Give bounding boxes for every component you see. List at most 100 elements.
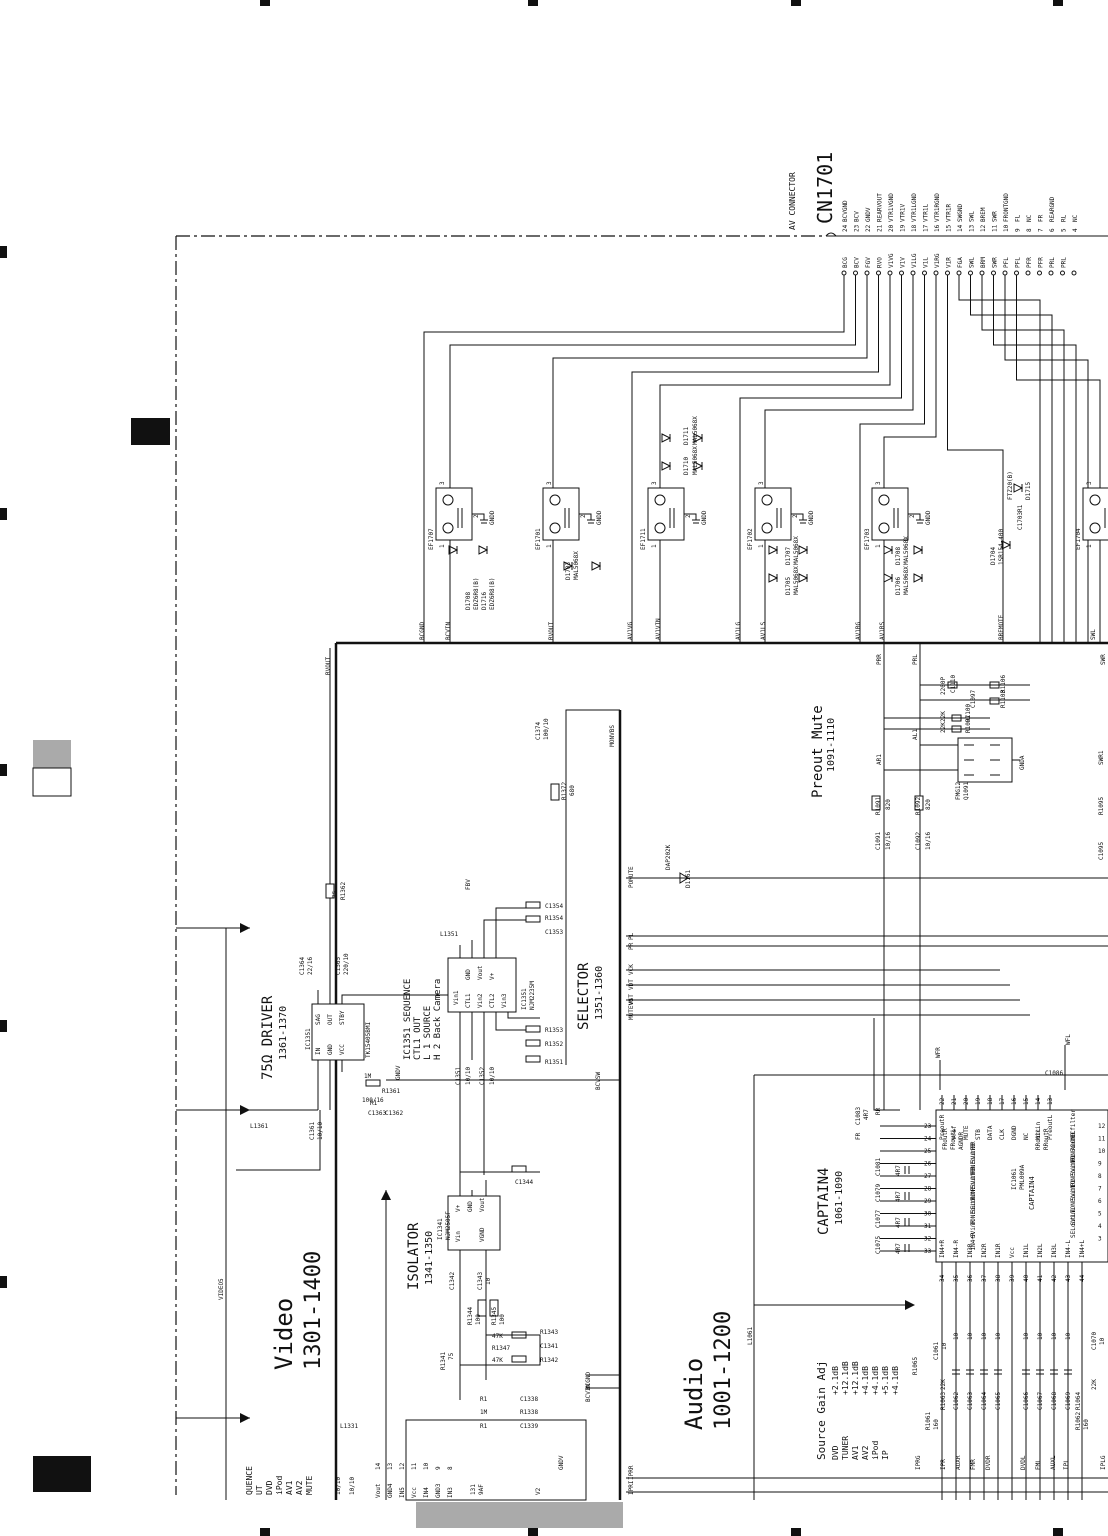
seq2-line-2: DVD [265,1480,274,1495]
c1091-value: 10/16 [885,832,892,850]
connector-pin-name-11: SWR [992,211,999,222]
captain-cap-C1079: C1079 [875,1184,882,1202]
connector-pin-node [1037,270,1042,276]
connector-pin-node [887,270,893,276]
r1341-value: 75 [448,1352,455,1360]
audio-caps: C106210C106310C106410C106510C106610C1067… [952,1332,1072,1410]
diode-icon [768,545,779,555]
audio-cap-value: 10 [967,1332,974,1340]
driver-ic-part: TK15405BMI [365,1021,372,1058]
connector-pin-net-19: V1V [900,257,907,268]
r1092-value: 820 [925,799,932,810]
captain-pin-name-27: SVinFR [970,1166,977,1188]
filter-pin-2: 2 [580,514,587,518]
r1342-label: R1342 [540,1357,558,1364]
connector-pin-num-14: 14 [957,224,964,232]
connector-pin-node [933,270,939,276]
gain-source-5: IP [881,1450,890,1460]
c1097-label: C1097 [970,690,977,708]
captain-pin-name-12: DCfilter [1070,1109,1077,1138]
d1711-part: MAL5068X [692,416,699,445]
capacitor-icon [980,1369,988,1375]
bus-av1vin: AV1VIN [655,618,662,640]
bus-av1rg: AV1RG [855,622,862,640]
connector-pin-node [876,270,881,276]
diode-icon [478,545,489,555]
connector-wire [552,275,868,643]
dvdr-label: DVDR [985,1455,992,1470]
captain-pin-name-20: MUTE [963,1125,970,1140]
audio-range: 1001-1200 [711,1311,736,1430]
c1341-label: C1341 [540,1343,558,1350]
seq2-line-3: iPod [275,1476,284,1495]
seq2-pin-name-9: GND3 [435,1483,442,1498]
filter-gnd-ef1711: GNDD [701,510,708,525]
connector-pin-net-22: FGV [865,257,872,268]
r1095-label: R1095 [1098,797,1105,815]
r1351-label: R1351 [545,1059,563,1066]
filter-pin-3: 3 [651,481,658,485]
emi-filter-ef1711 [647,487,685,541]
r1352-label: R1352 [545,1041,563,1048]
d1703-part: MAL5068X [573,551,580,580]
r1092-label: R1092 [915,797,922,815]
audio-cap-c1062: C1062 [953,1392,960,1410]
c1364-value: 22/16 [307,957,314,975]
selector-ic [447,957,517,1013]
filter-label-ef1704: EF1704 [1075,528,1082,550]
bus-vck: VCK [628,964,635,975]
d1715-part: FTZ20(B) [1007,471,1014,500]
sequence-title: IC1351 SEQUENCE [403,979,413,1060]
r1372-label: R1372 [561,782,568,800]
l1351-label: L1351 [440,931,458,938]
emi-filter-ef1707 [435,487,473,541]
driver-gndv: GNDV [395,1065,402,1080]
l1061-label: L1061 [747,1327,754,1345]
bus-av1vg: AV1VG [627,622,634,640]
seq2-pin-num-10: 10 [423,1462,430,1470]
diode-icon [693,461,704,471]
d1715-label: D1715 [1025,482,1032,500]
bus-bremote: BREMOTE [998,614,1005,640]
ed-label-2: EDZ6R8(B) [489,577,496,610]
bus-vst: VST [628,994,635,1005]
captain-froutl: FRoutL [950,1128,957,1150]
connector-pin-net-9: PFL [1015,257,1022,268]
connector-pin-name-16: VTR1RGND [934,193,941,222]
filter-coil-icon [549,522,561,534]
d1703-label: D1703 [565,562,572,580]
connector-wire [423,275,845,643]
av-connector: AV CONNECTOR CN1701 24BCVGNDBCG23BCVBCV2… [788,152,1108,276]
seq2-pin-num-11: 11 [411,1462,418,1470]
page-tabs [32,418,623,1528]
r1091-value: 820 [885,799,892,810]
diode-icon [563,561,574,571]
seq2-cap-2: 10/10 [349,1477,356,1495]
r1361-label: R1361 [382,1088,400,1095]
seq2-pin-name-11: Vcc [411,1487,418,1498]
bus-iprr: IPRR [628,1465,635,1480]
source-gain-table: Source Gain Adj DVD+2.1dBTUNER+12.1dBAV1… [815,1361,900,1460]
captain-cap-value: 4R7 [895,1165,902,1176]
filter-gnd-ef1702: GNDD [808,510,815,525]
connector-pin-name-15: VTR1R [946,204,953,222]
r1063-value: 22K [940,1379,947,1390]
r1345-value: 100 [499,1314,506,1325]
c1354-label: C1354 [545,903,563,910]
captain-agndr: AGNDR [958,1132,965,1150]
captain-pin-10: 10 [1098,1148,1106,1155]
captain-pin-name-16: DGND [1011,1125,1018,1140]
audio-block: Audio 1001-1200 L1061 C1061 10 R1065 R10… [680,1311,1107,1470]
bus-rvout: RVOUT [548,622,555,640]
r1372-value: 680 [569,785,576,796]
connector-pin-node [910,270,916,276]
connector-pin-name-7: FR [1038,214,1045,222]
captain-pin-name-38: IN1R [995,1243,1002,1258]
bus-pr: PR [628,942,635,950]
filter-ground-icon [1104,508,1106,528]
filter-pin-2: 2 [792,514,799,518]
connector-pin-num-12: 12 [980,224,987,232]
dap202k-label: DAP202K [665,844,672,870]
isolator-range: 1341-1350 [424,1231,435,1285]
gain-source-2: AV1 [851,1445,860,1460]
